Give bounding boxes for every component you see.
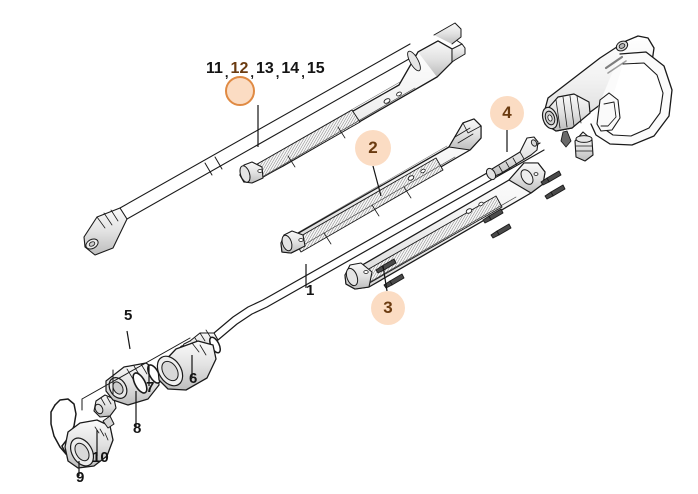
callout-leader-lines [78, 105, 508, 476]
lance-upper-barrel [239, 22, 466, 184]
group-separator: , [301, 64, 305, 80]
part-4-connector-nipple [485, 136, 539, 181]
part-label-1[interactable]: 1 [306, 282, 315, 299]
screw [490, 223, 512, 239]
group-separator: , [275, 64, 280, 80]
part-9-nozzle-cap [64, 419, 114, 469]
part-nozzle-threaded-body [105, 362, 160, 406]
part-badge-4[interactable]: 4 [490, 96, 524, 130]
group-item-13[interactable]: 13 [255, 60, 274, 77]
group-item-14[interactable]: 14 [281, 60, 300, 77]
leader-line-5 [126, 330, 131, 350]
lance-thin-rod [83, 43, 417, 256]
part-label-8[interactable]: 8 [133, 420, 142, 437]
part-spray-gun [541, 35, 673, 162]
group-item-11[interactable]: 11 [206, 60, 223, 77]
part-8-o-ring [132, 372, 148, 394]
lance-end-fitting [83, 207, 128, 256]
part-3-screw-set [375, 170, 566, 289]
screw [540, 170, 562, 186]
part-label-9[interactable]: 9 [76, 469, 85, 486]
part-nozzle-sleeve [156, 340, 217, 391]
group-bracket-5 [81, 337, 191, 411]
screw [482, 208, 504, 224]
part-2-middle-lance-barrel [280, 118, 482, 254]
part-10-nozzle-insert [93, 394, 117, 429]
group-separator: , [250, 64, 254, 80]
part-label-10[interactable]: 10 [92, 449, 109, 466]
part-badge-2[interactable]: 2 [355, 130, 391, 166]
part-top-lance-assembly [83, 22, 466, 256]
screw [383, 273, 405, 289]
group-separator: , [224, 64, 229, 80]
screw [544, 184, 566, 200]
group-item-12[interactable]: 12 [230, 60, 249, 77]
part-label-5[interactable]: 5 [124, 307, 133, 324]
leader-line-3 [382, 265, 388, 292]
part-label-7[interactable]: 7 [146, 379, 155, 396]
selected-part-badge-12[interactable]: 12 [225, 76, 255, 106]
gun-quick-coupler [541, 93, 591, 132]
part-label-6[interactable]: 6 [189, 370, 198, 387]
group-item-15[interactable]: 15 [306, 60, 325, 77]
part-lower-lance-barrel [344, 162, 546, 290]
leader-line-2 [372, 165, 382, 197]
nozzle-group-callout[interactable]: 11,12,13,14,15 [205, 60, 326, 80]
part-badge-3[interactable]: 3 [371, 291, 405, 325]
